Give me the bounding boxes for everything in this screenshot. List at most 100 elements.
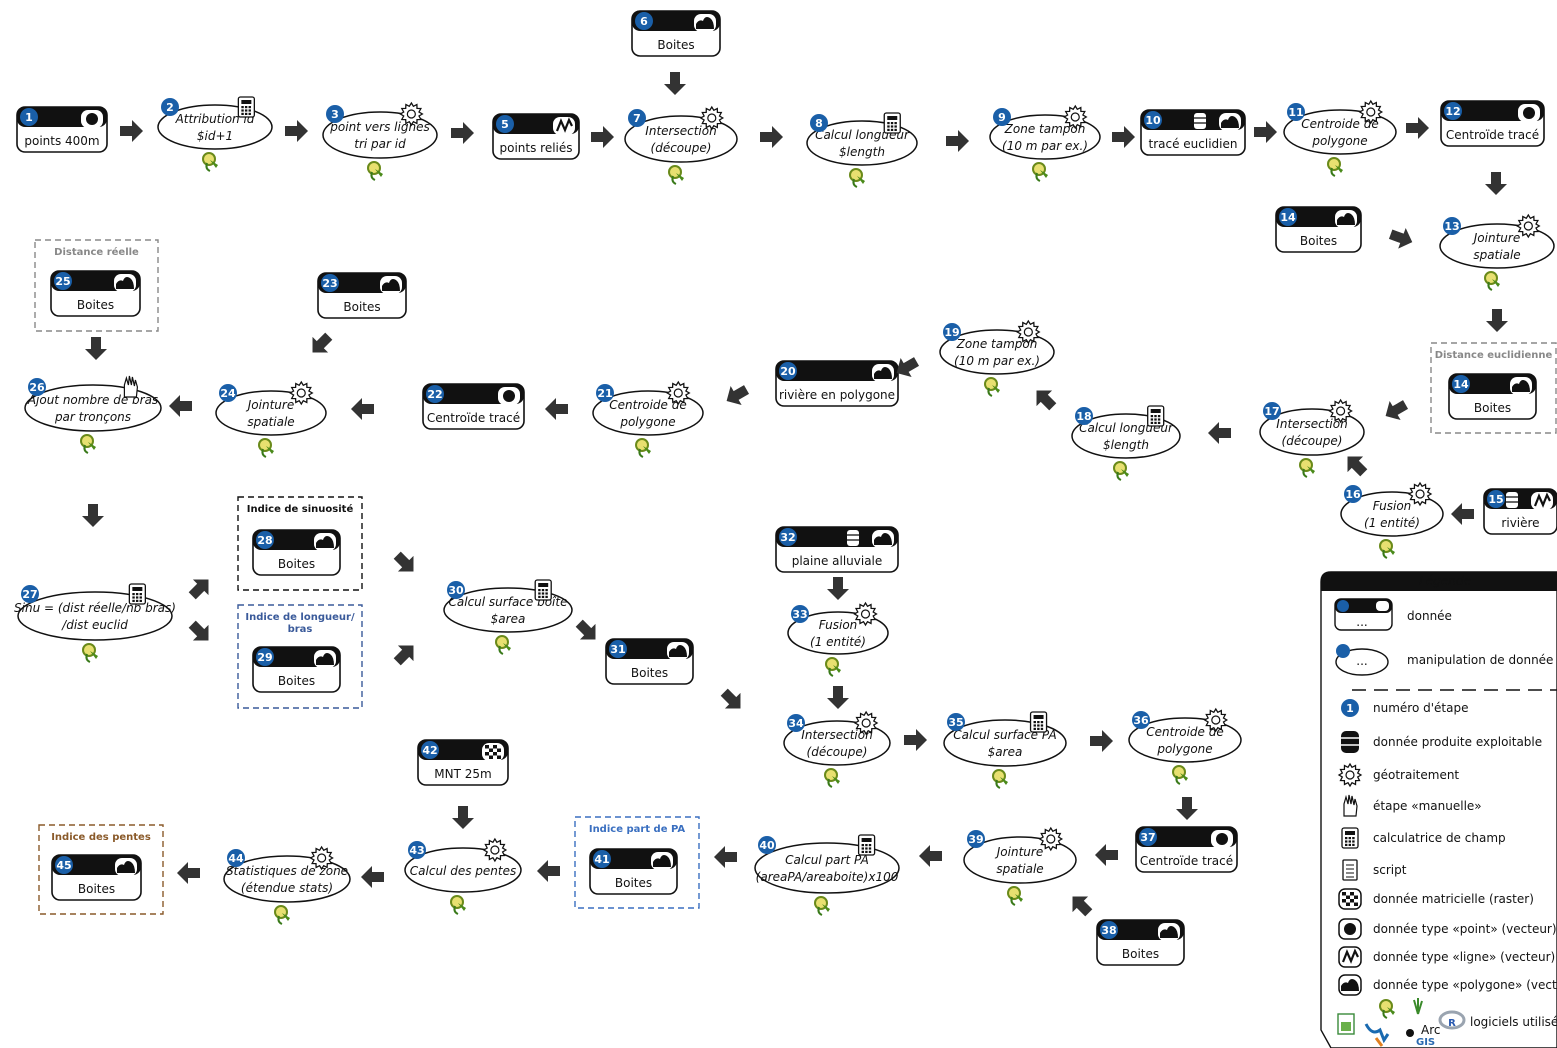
arrow-shape [720, 688, 741, 709]
calc-key [1345, 843, 1348, 846]
group-title: Distance euclidienne [1435, 350, 1553, 361]
qgis-icon [1172, 765, 1188, 785]
flow-arrow [393, 645, 414, 666]
gear-icon [289, 380, 314, 406]
step-number-badge: 22 [426, 385, 444, 403]
database-icon [1506, 492, 1518, 508]
calculator-icon [857, 834, 876, 856]
process-node-sublabel: polygone [1311, 134, 1367, 148]
polygon-icon [669, 645, 687, 657]
qgis-icon [1379, 999, 1395, 1019]
calc-key [1033, 724, 1036, 727]
qgis-tail [832, 776, 840, 784]
calc-key [1157, 415, 1161, 418]
gear-icon [853, 601, 878, 627]
arrow-shape [537, 860, 560, 882]
calc-key [244, 109, 248, 112]
flow-arrow [720, 688, 741, 709]
arrow-shape [285, 120, 308, 142]
point-dot [86, 113, 98, 125]
qgis-icon [668, 165, 684, 185]
flow-arrow [1388, 228, 1413, 249]
qgis-leaf [1175, 775, 1181, 785]
badge-number: 22 [427, 388, 442, 401]
badge-number: 37 [1140, 831, 1155, 844]
qgis-leaf [828, 667, 834, 677]
step-number-badge: 41 [593, 850, 611, 868]
arrow-shape [1090, 730, 1113, 752]
polygon-icon-frame [1338, 974, 1362, 996]
process-node-ellipse [963, 836, 1077, 884]
flow-arrow [393, 551, 414, 572]
arrow-shape [726, 385, 750, 406]
polygon-shape [653, 855, 671, 867]
step-number-badge: 20 [779, 362, 797, 380]
badge-number: 34 [788, 717, 804, 730]
step-number-badge: 3 [326, 105, 344, 123]
grass-blades [1413, 998, 1423, 1015]
qgis-tail [375, 169, 383, 177]
group-frame: Indice des pentes [38, 824, 164, 915]
process-node-label: Sinu = (dist réelle/nb bras) [14, 601, 176, 615]
qgis-tail [992, 385, 1000, 393]
arrow-shape [361, 866, 384, 888]
process-node-sublabel: (découpe) [1282, 434, 1343, 448]
badge-circle [447, 581, 465, 599]
qgis-icon [984, 377, 1000, 397]
data-node-label: Boites [278, 557, 315, 571]
qgis-leaf [277, 915, 283, 925]
line-shape [1533, 492, 1551, 508]
group-title: Indice de sinuosité [247, 503, 354, 515]
step-number-badge: 6 [635, 12, 653, 30]
calc-key [1040, 727, 1044, 730]
calc-key [541, 589, 545, 592]
qgis-leaf [852, 178, 858, 188]
data-node-label: plaine alluviale [792, 554, 883, 568]
process-node: Intersection(découpe)34 [783, 710, 891, 788]
gear-hole [490, 845, 500, 855]
step-number-badge: 21 [596, 384, 614, 402]
badge-number: 10 [1145, 114, 1161, 127]
arrow-shape [177, 862, 200, 884]
arrow-shape [1176, 797, 1198, 820]
data-node-label: Boites [78, 882, 115, 896]
arrow-shape [664, 72, 686, 95]
process-node-ellipse [989, 114, 1101, 160]
point-dot [503, 390, 515, 402]
badge-number: 2 [166, 101, 174, 114]
step-number-badge: 12 [1444, 102, 1462, 120]
qgis-leaf [995, 779, 1001, 789]
data-node-label: Centroïde tracé [1140, 854, 1233, 868]
legend-label: donnée [1407, 609, 1452, 623]
badge-circle [1075, 407, 1093, 425]
arrow-shape [82, 504, 104, 527]
calc-key [538, 592, 541, 595]
data-node-label: Boites [631, 666, 668, 680]
arrow-shape [393, 645, 414, 666]
polygon-icon [117, 861, 135, 873]
line-icon [555, 117, 573, 133]
legend-label: donnée matricielle (raster) [1373, 892, 1534, 906]
badge-number: 27 [22, 588, 37, 601]
qgis-tail [210, 160, 218, 168]
badge-number: 32 [780, 531, 795, 544]
step-number-badge: 38 [1100, 921, 1118, 939]
process-node-sublabel: /dist euclid [61, 618, 128, 632]
flow-arrow [120, 120, 143, 142]
process-node-label: Jointure [995, 845, 1043, 859]
step-number-badge: 1 [20, 108, 38, 126]
process-node-label: Jointure [246, 398, 294, 412]
process-node-sublabel: spatiale [996, 862, 1043, 876]
legend-label: calculatrice de champ [1373, 831, 1506, 845]
point-icon [86, 113, 98, 125]
calc-key [248, 109, 251, 112]
calc-key [890, 128, 894, 131]
line-shape [555, 117, 573, 133]
polygon-icon [316, 536, 334, 548]
step-circle [1341, 699, 1359, 717]
